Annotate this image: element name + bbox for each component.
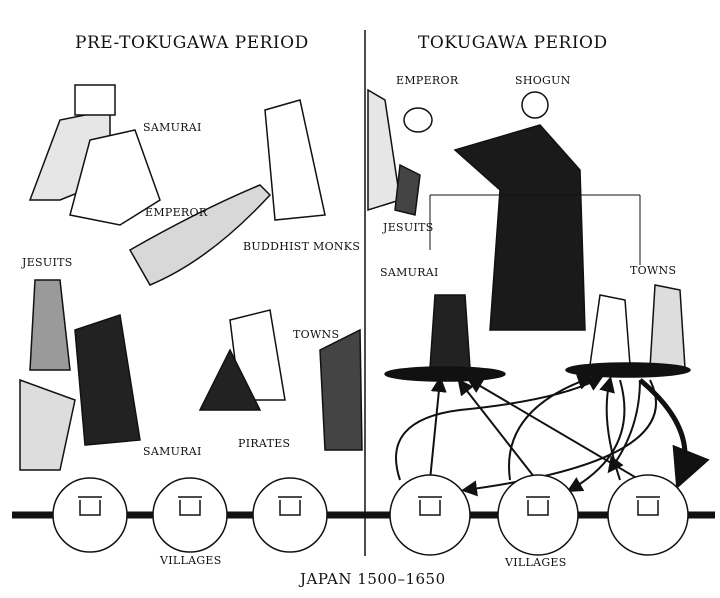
towns-platform (565, 362, 691, 378)
monk-figure (264, 99, 326, 221)
towns-figure (589, 294, 631, 366)
jesuit-figure (29, 279, 71, 371)
villages (52, 474, 689, 556)
village-circle (607, 474, 689, 556)
label-towns-left: TOWNS (293, 328, 340, 341)
castle-tower (74, 84, 116, 116)
left-scene (19, 84, 363, 471)
village-circle (252, 477, 328, 553)
label-samurai-bottom: SAMURAI (143, 445, 202, 458)
jesuit-ship (19, 378, 76, 471)
jesuit-right-figure (394, 163, 421, 216)
tribute-arrows (395, 374, 710, 497)
label-jesuits-right: JESUITS (383, 221, 434, 234)
samurai-right-figure (429, 294, 471, 369)
castle-right (367, 88, 401, 212)
label-samurai-top: SAMURAI (143, 121, 202, 134)
shogun-figure (453, 124, 586, 331)
heading-pre-tokugawa: PRE-TOKUGAWA PERIOD (75, 33, 309, 53)
village-circle (497, 474, 579, 556)
town-ship (319, 328, 363, 451)
label-emperor-right: EMPEROR (396, 74, 459, 87)
label-villages-right: VILLAGES (505, 556, 567, 569)
label-towns-right: TOWNS (630, 264, 677, 277)
right-scene (367, 88, 691, 382)
label-emperor-left: EMPEROR (145, 206, 208, 219)
samurai-bottom-figure (74, 314, 141, 446)
label-villages-left: VILLAGES (160, 554, 222, 567)
heading-tokugawa: TOKUGAWA PERIOD (418, 33, 608, 53)
village-circle (389, 474, 471, 556)
caption: JAPAN 1500–1650 (300, 570, 446, 588)
shogun-head (521, 91, 549, 119)
pirate-sail (198, 348, 262, 411)
emperor-seated-figure (403, 107, 433, 133)
towns-figure-2 (649, 284, 686, 369)
label-shogun: SHOGUN (515, 74, 571, 87)
samurai-platform (384, 366, 506, 382)
label-samurai-right: SAMURAI (380, 266, 439, 279)
label-pirates: PIRATES (238, 437, 291, 450)
village-circle (152, 477, 228, 553)
emperor-figure (128, 184, 272, 286)
samurai-top-figure (69, 129, 161, 226)
village-circle (52, 477, 128, 553)
label-buddhist-monks: BUDDHIST MONKS (243, 240, 361, 253)
label-jesuits-left: JESUITS (22, 256, 73, 269)
